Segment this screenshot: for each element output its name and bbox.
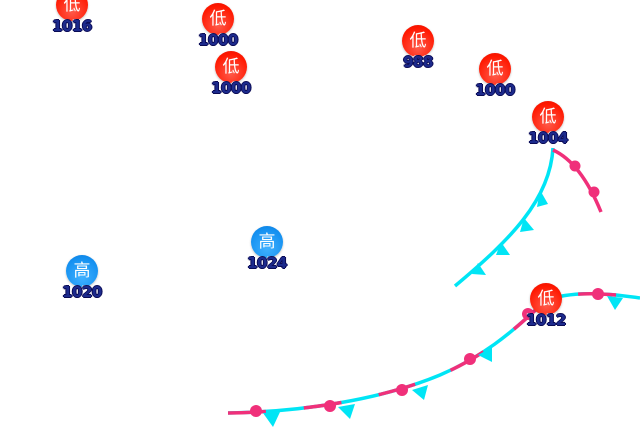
cold-front-triangle bbox=[520, 218, 534, 232]
stationary-front-cold bbox=[227, 292, 640, 415]
low-symbol: 低 bbox=[202, 3, 234, 35]
stationary-semicircle bbox=[522, 308, 534, 320]
stationary-semicircle bbox=[324, 400, 336, 412]
low-pressure-center[interactable]: 低 1000 bbox=[465, 53, 525, 99]
high-symbol: 高 bbox=[66, 255, 98, 287]
warm-front bbox=[552, 148, 603, 213]
warm-front-semicircle bbox=[569, 160, 581, 172]
stationary-front-warm bbox=[227, 292, 640, 415]
stationary-semicircles bbox=[250, 288, 604, 417]
low-pressure-center[interactable]: 低 1000 bbox=[188, 3, 248, 49]
low-symbol: 低 bbox=[530, 283, 562, 315]
stationary-semicircle bbox=[250, 405, 262, 417]
pressure-label: 1012 bbox=[526, 311, 566, 329]
high-symbol: 高 bbox=[251, 226, 283, 258]
low-symbol: 低 bbox=[215, 51, 247, 83]
cold-front-triangle bbox=[472, 263, 486, 275]
low-symbol: 低 bbox=[402, 25, 434, 57]
stationary-semicircle bbox=[464, 353, 476, 365]
low-symbol: 低 bbox=[532, 101, 564, 133]
stationary-triangles bbox=[263, 296, 623, 427]
stationary-triangle bbox=[338, 404, 355, 419]
pressure-label: 1000 bbox=[475, 81, 515, 99]
pressure-label: 1024 bbox=[247, 254, 287, 272]
low-pressure-center[interactable]: 低 1016 bbox=[42, 0, 102, 35]
stationary-semicircle bbox=[396, 384, 408, 396]
low-pressure-center[interactable]: 低 1004 bbox=[518, 101, 578, 147]
low-symbol: 低 bbox=[56, 0, 88, 21]
high-pressure-center[interactable]: 高 1024 bbox=[237, 226, 297, 272]
stationary-triangle bbox=[263, 412, 280, 427]
cold-front-triangles bbox=[472, 190, 548, 275]
cold-front-triangle bbox=[537, 190, 548, 207]
stationary-triangle bbox=[412, 385, 428, 400]
pressure-label: 1020 bbox=[62, 283, 102, 301]
pressure-label: 988 bbox=[403, 53, 433, 71]
low-pressure-center[interactable]: 低 988 bbox=[388, 25, 448, 71]
low-pressure-center[interactable]: 低 1012 bbox=[516, 283, 576, 329]
high-pressure-center[interactable]: 高 1020 bbox=[52, 255, 112, 301]
pressure-label: 1016 bbox=[52, 17, 92, 35]
warm-front-semicircle bbox=[588, 186, 600, 198]
pressure-label: 1004 bbox=[528, 129, 568, 147]
pressure-label: 1000 bbox=[211, 79, 251, 97]
stationary-semicircle bbox=[592, 288, 604, 300]
stationary-triangle bbox=[607, 296, 623, 310]
stationary-triangle bbox=[478, 347, 492, 362]
pressure-label: 1000 bbox=[198, 31, 238, 49]
low-pressure-center[interactable]: 低 1000 bbox=[201, 51, 261, 97]
cold-front-triangle bbox=[496, 242, 510, 255]
cold-front bbox=[453, 147, 555, 288]
low-symbol: 低 bbox=[479, 53, 511, 85]
